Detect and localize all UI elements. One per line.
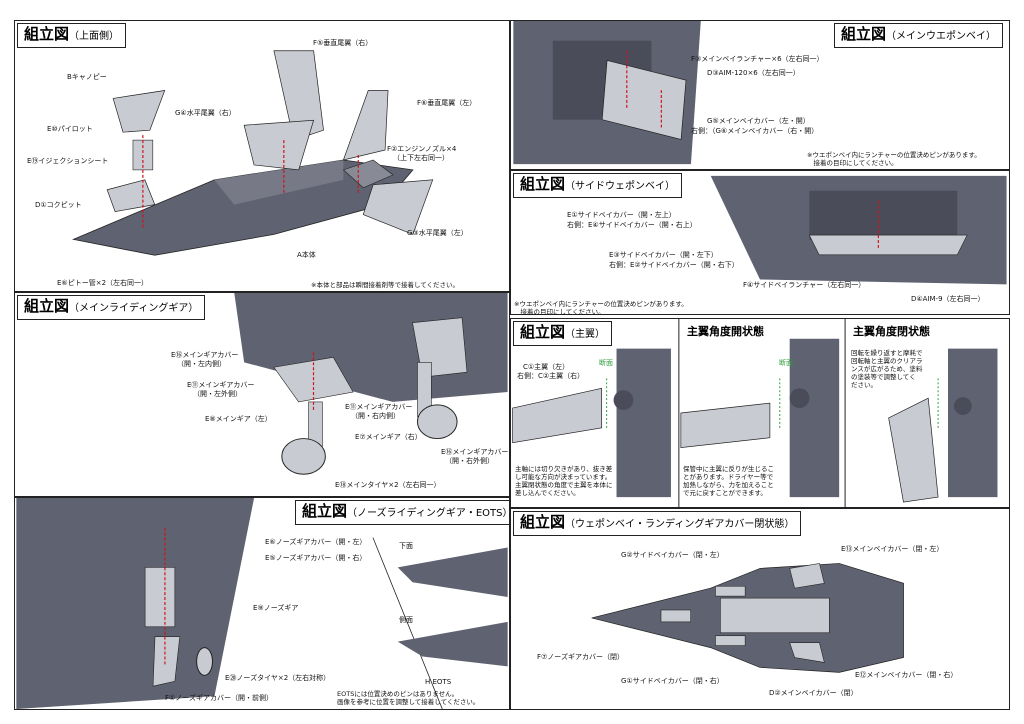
- label-e5-nose: E⑤ノーズギアカバー（開・右）: [265, 554, 367, 562]
- label-e1: E①サイドベイカバー（開・左上）: [567, 211, 676, 219]
- panel-title: 組立図（ウェポンベイ・ランディングギアカバー閉状態）: [513, 511, 802, 536]
- label-f2: F②エンジンノズル×4: [387, 145, 457, 153]
- panel-upper-side: 組立図（上面側） F⑤垂直尾翼（右） Bキャノピー G④水平尾翼（右） F⑥垂直…: [14, 20, 510, 292]
- main-weapon-bay-illustration: [513, 21, 701, 165]
- note-wing-1: 主軸には切り欠きがあり、抜き差 し可能な方向が決まっています。 主翼閉状態の角度…: [515, 465, 613, 497]
- label-g2: G②サイドベイカバー（閉・左）: [621, 551, 724, 559]
- label-e4: 右側：E④サイドベイカバー（開・右上）: [567, 221, 697, 229]
- label-e2: 右側：E②サイドベイカバー（開・右下）: [609, 261, 739, 269]
- label-f6: F⑥垂直尾翼（左）: [417, 99, 477, 107]
- label-b: Bキャノピー: [67, 73, 107, 81]
- panel-side-weapon-bay: 組立図（サイドウェポンベイ） E①サイドベイカバー（開・左上） 右側：E④サイド…: [510, 170, 1010, 315]
- label-c1: C①主翼（左）: [523, 363, 570, 371]
- label-e7: E⑦メインギア（右）: [355, 433, 422, 441]
- label-e18: E⑱メインタイヤ×2（左右同一）: [335, 481, 441, 489]
- label-section-1: 断面: [599, 359, 613, 367]
- label-g4: G④水平尾翼（右）: [175, 109, 236, 117]
- label-e11-right-sub: （開・右内側）: [351, 412, 400, 420]
- note-side-weapon: ※ウエポンベイ内にランチャーの位置決めピンがあります。 接着の目印にしてください…: [514, 300, 688, 316]
- note-upper: ※本体と部品は瞬間接着剤等で接着してください。: [311, 281, 460, 289]
- label-f2-sub: （上下左右同一）: [393, 154, 449, 162]
- label-g1: G①サイドベイカバー（閉・右）: [621, 677, 724, 685]
- label-e20: E⑳ノーズタイヤ×2（左右対称）: [225, 674, 331, 682]
- label-f7: F⑦ノーズギアカバー（閉）: [537, 653, 624, 661]
- label-e11-right: E⑪メインギアカバー: [345, 403, 413, 411]
- panel-closed-state: 組立図（ウェポンベイ・ランディングギアカバー閉状態） G②サイドベイカバー（閉・…: [510, 508, 1010, 710]
- label-e11-left-sub: （開・左外側）: [193, 390, 242, 398]
- panel-main-landing-gear: 組立図（メインライディングギア） E⑯メインギアカバー （開・左内側） E⑪メイ…: [14, 292, 510, 497]
- main-landing-gear-illustration: [234, 293, 508, 475]
- label-e6-pitot: E⑥ピトー管×2（左右同一）: [57, 279, 149, 287]
- label-e16-right-sub: （開・右外側）: [445, 457, 494, 465]
- label-g3: G③水平尾翼（左）: [407, 229, 468, 237]
- label-e16-left: E⑯メインギアカバー: [171, 351, 239, 359]
- label-d2: D②メインベイカバー（閉）: [769, 689, 858, 697]
- label-a: A本体: [297, 251, 316, 259]
- label-e10: E⑩パイロット: [47, 125, 93, 133]
- panel-title: 組立図（メインウエポンベイ）: [833, 23, 1003, 48]
- panel-title: 組立図（主翼）: [513, 321, 613, 346]
- panel-title: 組立図（上面側）: [17, 23, 127, 48]
- label-e6-nose: E⑥ノーズギアカバー（開・左）: [265, 538, 367, 546]
- upper-side-illustration: [72, 50, 434, 256]
- label-e9: E⑨ノーズギア: [253, 604, 299, 612]
- label-e16-left-sub: （開・左内側）: [177, 360, 226, 368]
- label-d1: D①コクピット: [35, 201, 82, 209]
- label-f4: F④サイドベイランチャー（左右同一）: [743, 281, 866, 289]
- panel-title: 組立図（サイドウェポンベイ）: [513, 173, 683, 198]
- label-c2: 右側：C②主翼（右）: [517, 372, 585, 380]
- label-f1: F①ノーズギアカバー（開・前側）: [165, 694, 273, 702]
- label-e11-left: E⑪メインギアカバー: [187, 381, 255, 389]
- main-wing-illustration: [512, 319, 998, 507]
- note-main-weapon: ※ウエポンベイ内にランチャーの位置決めピンがあります。 接着の目印にしてください…: [807, 151, 981, 167]
- panel-title: 組立図（メインライディングギア）: [17, 295, 206, 320]
- label-side-view: 側面: [399, 616, 413, 624]
- label-e8: E⑧メインギア（左）: [205, 415, 272, 423]
- nose-gear-illustration: [16, 498, 508, 709]
- label-d3: D③AIM-120×6（左右同一）: [707, 69, 800, 77]
- label-h-eots: H EOTS: [425, 678, 452, 686]
- panel-main-wing: 組立図（主翼） 主翼角度開状態 主翼角度閉状態 C①主翼（左） 右側：C②主翼（…: [510, 318, 1010, 508]
- label-f3: F③メインベイランチャー×6（左右同一）: [691, 55, 824, 63]
- note-eots: EOTSには位置決めのピンはありません。 画像を参考に位置を調整して接着してくだ…: [337, 690, 480, 706]
- panel-title: 組立図（ノーズライディングギア・EOTS）: [295, 500, 509, 525]
- label-e12: E⑫メインベイカバー（閉・右）: [855, 671, 958, 679]
- closed-state-illustration: [591, 563, 904, 673]
- label-g5: G⑤メインベイカバー（左・開）: [707, 117, 810, 125]
- note-wing-2: 保管中に主翼に反りが生じるこ とがあります。ドライヤー等で 加熱しながら、力を加…: [683, 465, 774, 497]
- label-bottom-view: 下面: [399, 542, 413, 550]
- label-d4: D④AIM-9（左右同一）: [911, 295, 985, 303]
- panel-nose-gear-eots: 組立図（ノーズライディングギア・EOTS） E⑥ノーズギアカバー（開・左） E⑤…: [14, 497, 510, 710]
- label-g6: 右側：（G⑥メインベイカバー（右・開）: [691, 127, 819, 135]
- label-section-2: 断面: [779, 359, 793, 367]
- label-e16-right: E⑯メインギアカバー: [441, 448, 509, 456]
- panel-main-weapon-bay: 組立図（メインウエポンベイ） F③メインベイランチャー×6（左右同一） D③AI…: [510, 20, 1010, 170]
- label-e3: E③サイドベイカバー（開・左下）: [609, 251, 718, 259]
- label-e19: E⑲イジェクションシート: [27, 157, 109, 165]
- side-weapon-bay-illustration: [710, 175, 1007, 285]
- note-wing-3: 回転を繰り返すと摩耗で 回転軸と主翼のクリアラ ンスが広がるため、塗料 の塗装等…: [851, 349, 923, 389]
- wing-open-title: 主翼角度開状態: [687, 325, 764, 338]
- label-e13: E⑬メインベイカバー（閉・左）: [841, 545, 944, 553]
- label-f5: F⑤垂直尾翼（右）: [313, 39, 373, 47]
- wing-closed-title: 主翼角度閉状態: [853, 325, 930, 338]
